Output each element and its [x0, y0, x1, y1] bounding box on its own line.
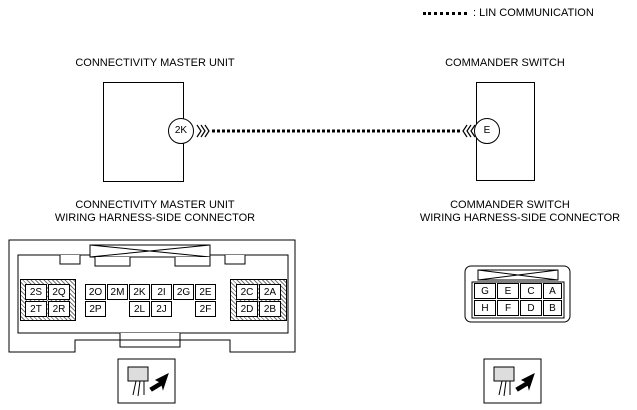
- master-unit-title: CONNECTIVITY MASTER UNIT: [75, 57, 235, 69]
- pin-2d: 2D: [236, 301, 258, 317]
- pin-g: G: [474, 283, 496, 299]
- chevrons-right: [462, 124, 476, 138]
- connector-view-icon-right: [483, 358, 542, 404]
- commander-connector-title-line1: COMMANDER SWITCH: [450, 199, 570, 211]
- pin-2f: 2F: [195, 301, 216, 317]
- pin-f: F: [497, 300, 519, 316]
- pin-2i: 2I: [151, 284, 172, 300]
- pin-2q: 2Q: [48, 284, 70, 300]
- pin-2j: 2J: [151, 301, 172, 317]
- pin-c: C: [520, 283, 542, 299]
- commander-switch-title: COMMANDER SWITCH: [445, 57, 565, 69]
- master-port-2k: 2K: [168, 118, 194, 144]
- commander-port-e: E: [474, 118, 500, 144]
- pin-e: E: [497, 283, 519, 299]
- pin-d: D: [520, 300, 542, 316]
- pin-2g: 2G: [173, 284, 194, 300]
- pin-2a: 2A: [259, 284, 281, 300]
- pin-2c: 2C: [236, 284, 258, 300]
- chevrons-left: [196, 124, 210, 138]
- pin-2l: 2L: [129, 301, 150, 317]
- pin-2t: 2T: [25, 301, 47, 317]
- master-connector-title-line2: WIRING HARNESS-SIDE CONNECTOR: [54, 212, 256, 224]
- legend: : LIN COMMUNICATION: [423, 7, 594, 19]
- pin-2m: 2M: [107, 284, 128, 300]
- pin-2p: 2P: [85, 301, 106, 317]
- legend-label: : LIN COMMUNICATION: [473, 7, 594, 19]
- master-connector-title-line1: CONNECTIVITY MASTER UNIT: [75, 199, 235, 211]
- pin-2o: 2O: [85, 284, 106, 300]
- pin-2e: 2E: [195, 284, 216, 300]
- connector-view-icon-left: [117, 358, 176, 404]
- pin-2r: 2R: [48, 301, 70, 317]
- pin-2k: 2K: [129, 284, 150, 300]
- pin-b: B: [543, 300, 562, 316]
- pin-2b: 2B: [259, 301, 281, 317]
- pin-2s: 2S: [25, 284, 47, 300]
- pin-h: H: [474, 300, 496, 316]
- lin-dash-sample: [423, 11, 467, 15]
- commander-connector-title-line2: WIRING HARNESS-SIDE CONNECTOR: [419, 212, 621, 224]
- pin-a: A: [543, 283, 562, 299]
